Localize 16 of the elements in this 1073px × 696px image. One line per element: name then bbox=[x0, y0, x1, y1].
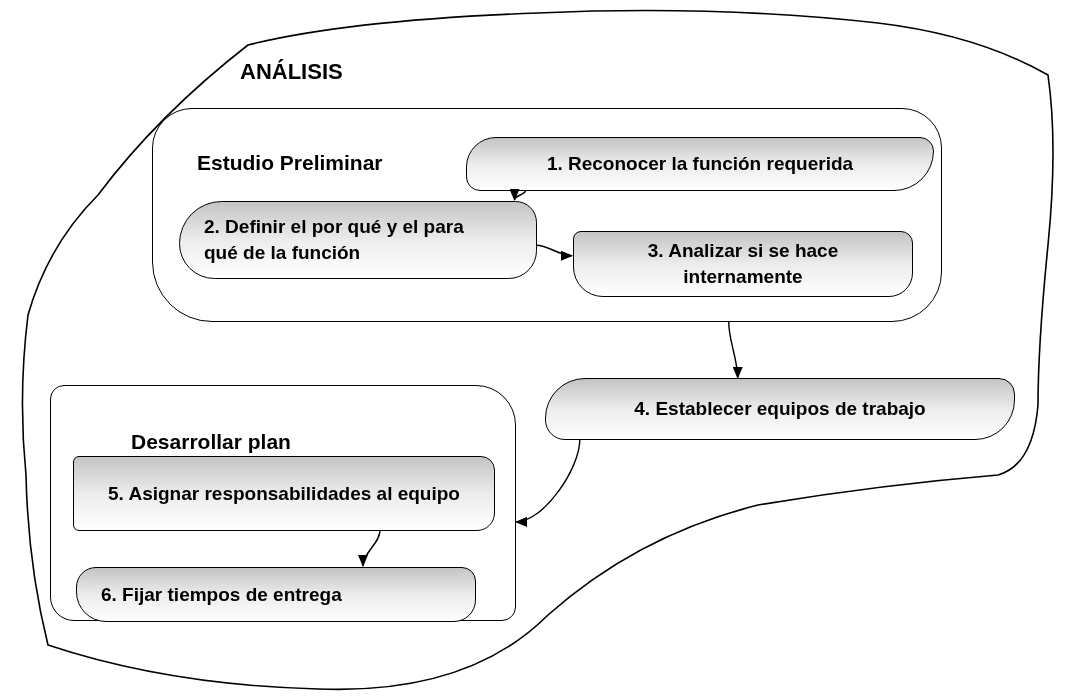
group-region bbox=[152, 108, 942, 322]
arrow bbox=[728, 321, 743, 379]
arrow bbox=[535, 244, 573, 260]
arrow bbox=[359, 529, 381, 567]
group-title: Estudio Preliminar bbox=[197, 150, 383, 176]
arrow bbox=[515, 439, 581, 526]
group-region bbox=[50, 385, 516, 621]
arrow bbox=[511, 188, 527, 201]
process-box: 4. Establecer equipos de trabajo bbox=[545, 378, 1015, 440]
region-title: ANÁLISIS bbox=[240, 58, 343, 86]
process-box: 5. Asignar responsabilidades al equipo bbox=[73, 456, 495, 531]
group-title: Desarrollar plan bbox=[131, 429, 291, 455]
process-box: 6. Fijar tiempos de entrega bbox=[76, 567, 476, 622]
process-box: 2. Definir el por qué y el para qué de la función bbox=[179, 201, 537, 279]
process-box: 1. Reconocer la función requerida bbox=[466, 137, 934, 191]
process-box: 3. Analizar si se hace internamente bbox=[573, 231, 913, 297]
